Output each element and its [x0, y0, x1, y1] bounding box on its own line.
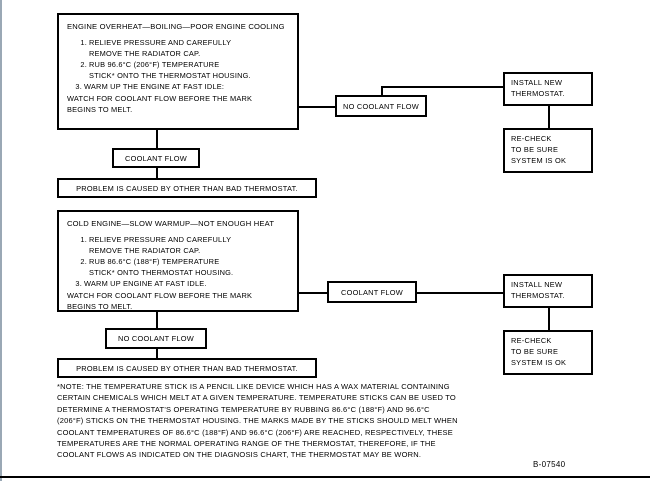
- step-item: 1. RELIEVE PRESSURE AND CAREFULLY REMOVE…: [80, 38, 290, 59]
- connector-bottom-coolant-flow-to-install: [417, 292, 503, 294]
- result-label: NO COOLANT FLOW: [343, 101, 419, 111]
- page-bottom-rule: [0, 476, 650, 478]
- connector-top-coolant-flow-to-conclusion: [156, 166, 158, 180]
- verify-line-2: TO BE SURE: [511, 145, 559, 154]
- footnote-line-1: *NOTE: THE TEMPERATURE STICK IS A PENCIL…: [57, 382, 450, 391]
- action-label: INSTALL NEW THERMOSTAT.: [505, 74, 591, 102]
- verify-label: RE-CHECK TO BE SURE SYSTEM IS OK: [505, 130, 591, 169]
- step-number: 1.: [80, 235, 87, 244]
- verify-box-recheck-top: RE-CHECK TO BE SURE SYSTEM IS OK: [503, 128, 593, 173]
- action-line-1: INSTALL NEW: [511, 78, 563, 87]
- step-item: 1. RELIEVE PRESSURE AND CAREFULLY REMOVE…: [80, 235, 290, 256]
- footnote-line-3: DETERMINE A THERMOSTAT'S OPERATING TEMPE…: [57, 404, 430, 414]
- result-box-no-coolant-flow-bottom: NO COOLANT FLOW: [105, 328, 207, 349]
- result-label: COOLANT FLOW: [341, 287, 403, 297]
- step-number: 2.: [80, 257, 87, 267]
- conclusion-label: PROBLEM IS CAUSED BY OTHER THAN BAD THER…: [76, 363, 298, 373]
- symptom-panel-engine-overheat: ENGINE OVERHEAT—BOILING—POOR ENGINE COOL…: [57, 13, 299, 130]
- step-text: WARM UP ENGINE AT FAST IDLE.: [84, 279, 207, 289]
- conclusion-box-bottom: PROBLEM IS CAUSED BY OTHER THAN BAD THER…: [57, 358, 317, 378]
- verify-label: RE-CHECK TO BE SURE SYSTEM IS OK: [505, 332, 591, 371]
- action-box-install-new-thermostat-bottom: INSTALL NEW THERMOSTAT.: [503, 274, 593, 308]
- action-line-2: THERMOSTAT.: [511, 89, 565, 98]
- result-label: NO COOLANT FLOW: [118, 334, 194, 343]
- connector-top-symptom-to-coolant-flow: [156, 130, 158, 150]
- conclusion-label: PROBLEM IS CAUSED BY OTHER THAN BAD THER…: [76, 183, 298, 193]
- step-item: 3. WARM UP THE ENGINE AT FAST IDLE:: [75, 82, 290, 93]
- footnote-note-block: *NOTE: THE TEMPERATURE STICK IS A PENCIL…: [57, 381, 597, 461]
- symptom-title-engine-overheat: ENGINE OVERHEAT—BOILING—POOR ENGINE COOL…: [67, 22, 285, 31]
- footnote-line-2: CERTAIN CHEMICALS WHICH MELT AT A GIVEN …: [57, 393, 456, 403]
- page-left-edge-rule: [0, 0, 2, 481]
- step-text: WARM UP THE ENGINE AT FAST IDLE:: [84, 82, 225, 92]
- action-line-1: INSTALL NEW: [511, 280, 563, 289]
- step-text: RUB 86.6°C (188°F) TEMPERATURE STICK* ON…: [89, 257, 234, 277]
- step-item: 2. RUB 96.6°C (206°F) TEMPERATURE STICK*…: [80, 60, 290, 81]
- action-box-install-new-thermostat-top: INSTALL NEW THERMOSTAT.: [503, 72, 593, 106]
- step-text: RELIEVE PRESSURE AND CAREFULLY REMOVE TH…: [89, 235, 232, 255]
- result-box-coolant-flow-bottom: COOLANT FLOW: [327, 281, 417, 303]
- result-label: COOLANT FLOW: [125, 153, 187, 163]
- connector-top-install-to-recheck: [548, 106, 550, 128]
- step-list-cold-engine: 1. RELIEVE PRESSURE AND CAREFULLY REMOVE…: [75, 235, 290, 290]
- step-item: 2. RUB 86.6°C (188°F) TEMPERATURE STICK*…: [80, 257, 290, 278]
- verify-line-3: SYSTEM IS OK: [511, 358, 567, 367]
- step-number: 3.: [75, 279, 82, 289]
- action-label: INSTALL NEW THERMOSTAT.: [505, 276, 591, 304]
- figure-code-label: B-07540: [533, 460, 566, 469]
- symptom-tail-cold-engine: WATCH FOR COOLANT FLOW BEFORE THE MARK B…: [67, 290, 253, 311]
- step-number: 3.: [75, 82, 82, 92]
- step-text: RELIEVE PRESSURE AND CAREFULLY REMOVE TH…: [89, 38, 232, 58]
- connector-bottom-symptom-to-coolant-flow: [299, 292, 327, 294]
- verify-line-3: SYSTEM IS OK: [511, 156, 567, 165]
- connector-bottom-install-to-recheck: [548, 308, 550, 330]
- step-number: 2.: [80, 60, 87, 70]
- action-line-2: THERMOSTAT.: [511, 291, 565, 300]
- verify-box-recheck-bottom: RE-CHECK TO BE SURE SYSTEM IS OK: [503, 330, 593, 375]
- connector-bottom-symptom-to-no-coolant-flow: [156, 312, 158, 330]
- step-item: 3. WARM UP ENGINE AT FAST IDLE.: [75, 279, 290, 290]
- connector-bottom-no-flow-to-conclusion: [156, 348, 158, 360]
- connector-top-symptom-to-no-coolant-flow: [299, 106, 335, 108]
- connector-top-no-flow-to-install: [381, 86, 503, 88]
- footnote-line-4: (206°F) STICKS ON THE THERMOSTAT HOUSING…: [57, 416, 458, 426]
- symptom-title-cold-engine: COLD ENGINE—SLOW WARMUP—NOT ENOUGH HEAT: [67, 219, 275, 228]
- symptom-panel-cold-engine: COLD ENGINE—SLOW WARMUP—NOT ENOUGH HEAT …: [57, 210, 299, 312]
- verify-line-1: RE-CHECK: [511, 336, 552, 345]
- symptom-tail-engine-overheat: WATCH FOR COOLANT FLOW BEFORE THE MARK B…: [67, 93, 253, 114]
- step-text: RUB 96.6°C (206°F) TEMPERATURE STICK* ON…: [89, 60, 251, 80]
- verify-line-2: TO BE SURE: [511, 347, 559, 356]
- footnote-line-5: COOLANT TEMPERATURES OF 86.6°C (188°F) A…: [57, 427, 453, 437]
- result-box-no-coolant-flow-top: NO COOLANT FLOW: [335, 95, 427, 117]
- step-list-engine-overheat: 1. RELIEVE PRESSURE AND CAREFULLY REMOVE…: [75, 38, 290, 93]
- step-number: 1.: [80, 38, 87, 47]
- conclusion-box-top: PROBLEM IS CAUSED BY OTHER THAN BAD THER…: [57, 178, 317, 198]
- result-box-coolant-flow-top: COOLANT FLOW: [112, 148, 200, 168]
- footnote-line-6: TEMPERATURES ARE THE NORMAL OPERATING RA…: [57, 439, 436, 449]
- verify-line-1: RE-CHECK: [511, 134, 552, 143]
- footnote-line-7: COOLANT FLOWS AS INDICATED ON THE DIAGNO…: [57, 450, 422, 460]
